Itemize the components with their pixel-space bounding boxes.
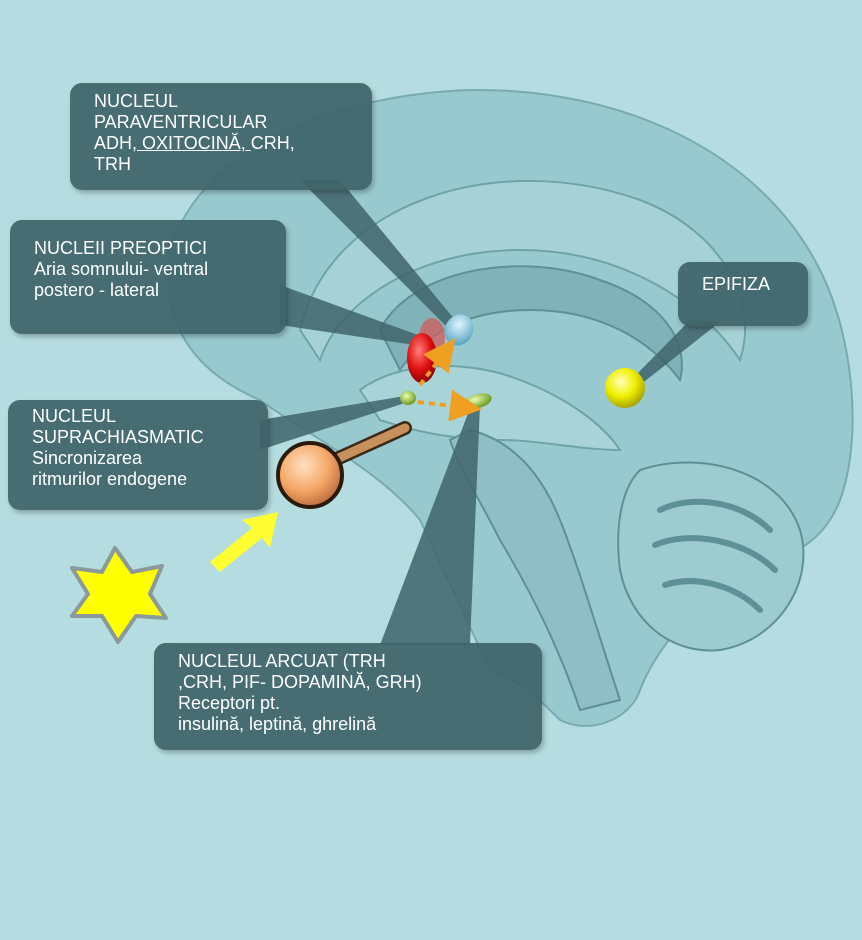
label-nucleul-paraventricular: NUCLEUL PARAVENTRICULAR ADH, OXITOCINĂ, … bbox=[70, 83, 372, 190]
suprachiasmatic-line4: ritmurilor endogene bbox=[32, 469, 244, 490]
light-arrow-icon bbox=[210, 512, 278, 572]
arcuat-line3: Receptori pt. bbox=[178, 693, 518, 714]
suprachiasmatic-line3: Sincronizarea bbox=[32, 448, 244, 469]
sun-icon bbox=[72, 548, 166, 642]
suprachiasmatic-nucleus bbox=[400, 391, 416, 405]
paraventricular-line3: ADH, OXITOCINĂ, CRH, bbox=[94, 133, 348, 154]
label-nucleul-suprachiasmatic: NUCLEUL SUPRACHIASMATIC Sincronizarea ri… bbox=[8, 400, 268, 510]
label-nucleii-preoptici: NUCLEII PREOPTICI Aria somnului- ventral… bbox=[10, 220, 286, 334]
epifiza-line1: EPIFIZA bbox=[702, 274, 784, 295]
paraventricular-line3-c: CRH, bbox=[251, 133, 295, 153]
preoptici-line3: postero - lateral bbox=[34, 280, 262, 301]
preoptici-line1: NUCLEII PREOPTICI bbox=[34, 238, 262, 259]
suprachiasmatic-line1: NUCLEUL bbox=[32, 406, 244, 427]
preoptici-line2: Aria somnului- ventral bbox=[34, 259, 262, 280]
label-nucleul-arcuat: NUCLEUL ARCUAT (TRH ,CRH, PIF- DOPAMINĂ,… bbox=[154, 643, 542, 750]
paraventricular-line4: TRH bbox=[94, 154, 348, 175]
arcuat-line1: NUCLEUL ARCUAT (TRH bbox=[178, 651, 518, 672]
label-epifiza: EPIFIZA bbox=[678, 262, 808, 326]
paraventricular-nucleus bbox=[407, 333, 437, 383]
paraventricular-line2: PARAVENTRICULAR bbox=[94, 112, 348, 133]
paraventricular-line3-b: , OXITOCINĂ, bbox=[132, 133, 251, 153]
paraventricular-line1: NUCLEUL bbox=[94, 91, 348, 112]
arcuat-line4: insulină, leptină, ghrelină bbox=[178, 714, 518, 735]
suprachiasmatic-line2: SUPRACHIASMATIC bbox=[32, 427, 244, 448]
arcuat-line2: ,CRH, PIF- DOPAMINĂ, GRH) bbox=[178, 672, 518, 693]
pineal-gland bbox=[605, 368, 645, 408]
paraventricular-line3-a: ADH bbox=[94, 133, 132, 153]
